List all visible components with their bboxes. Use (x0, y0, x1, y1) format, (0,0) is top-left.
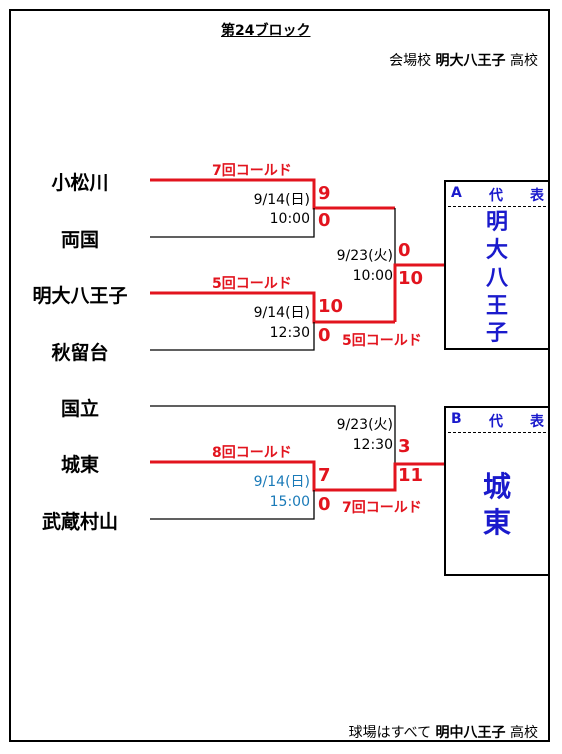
game-time: 15:00 (269, 494, 310, 510)
game-date: 9/14(日) (253, 192, 310, 208)
score: 0 (318, 325, 331, 346)
called-game-note: 5回コールド (212, 276, 292, 292)
game-date: 9/23(火) (336, 417, 393, 433)
team-name: 国立 (60, 398, 99, 420)
venue-line: 会場校 明大八王子 高校 (389, 50, 538, 70)
score: 11 (398, 465, 424, 486)
score: 7 (318, 465, 331, 486)
bracket-line-r2g1-win (393, 263, 445, 322)
bracket-line-kunitachi (150, 405, 396, 464)
footer-prefix: 球場はすべて (348, 725, 432, 741)
score: 0 (398, 240, 411, 261)
called-game-note: 7回コールド (342, 500, 422, 516)
game-date: 9/14(日) (253, 305, 310, 321)
winner-char: 子 (485, 321, 508, 346)
game-time: 10:00 (352, 268, 393, 284)
team-name: 明大八王子 (32, 285, 128, 307)
rep-label-char: 代 (489, 414, 503, 430)
footer-suffix: 高校 (510, 725, 538, 741)
score: 3 (398, 436, 411, 457)
team-name: 城東 (60, 454, 99, 476)
bracket-line-musashimurayama (150, 490, 315, 520)
bracket-frame (9, 9, 550, 742)
score: 10 (318, 296, 344, 317)
team-name: 両国 (60, 229, 99, 251)
footer-school: 明中八王子 (435, 725, 506, 741)
bracket-line-joto (150, 460, 445, 492)
footer-note: 球場はすべて 明中八王子 高校 (349, 722, 538, 742)
game-time: 10:00 (269, 211, 310, 227)
winner-char: 城 (482, 470, 511, 503)
game-date: 9/23(火) (336, 248, 393, 264)
representative-b-box: B 代 表 城 東 (444, 406, 550, 576)
score: 9 (318, 183, 331, 204)
game-date: 9/14(日) (253, 474, 310, 490)
venue-prefix: 会場校 (389, 53, 432, 69)
rep-label-char: 代 (489, 188, 503, 204)
winner-char: 東 (482, 506, 511, 539)
bracket-line-ryogoku (150, 208, 315, 238)
winner-char: 八 (485, 266, 508, 291)
score: 10 (398, 268, 424, 289)
dashed-divider (448, 206, 546, 207)
rep-label-char: 表 (530, 188, 544, 204)
rep-tag: A (451, 185, 462, 201)
team-name: 小松川 (51, 172, 109, 194)
rep-label-char: 表 (530, 414, 544, 430)
score: 0 (318, 494, 331, 515)
winner-char: 大 (485, 238, 508, 263)
score: 0 (318, 210, 331, 231)
called-game-note: 8回コールド (212, 445, 292, 461)
bracket-line-meidai (150, 291, 395, 324)
rep-tag: B (451, 411, 462, 427)
team-name: 武蔵村山 (41, 511, 118, 533)
venue-suffix: 高校 (510, 53, 538, 69)
game-time: 12:30 (269, 325, 310, 341)
representative-a-box: A 代 表 明 大 八 王 子 (444, 180, 550, 350)
bracket-line-komatsugawa (150, 178, 395, 210)
called-game-note: 5回コールド (342, 333, 422, 349)
called-game-note: 7回コールド (212, 163, 292, 179)
winner-char: 王 (485, 294, 508, 319)
winner-char: 明 (485, 210, 508, 235)
dashed-divider (448, 432, 546, 433)
game-time: 12:30 (352, 437, 393, 453)
team-name: 秋留台 (51, 342, 109, 364)
block-title: 第24ブロック (221, 23, 311, 39)
bracket-line-akirudai (150, 322, 315, 351)
venue-school: 明大八王子 (435, 53, 506, 69)
